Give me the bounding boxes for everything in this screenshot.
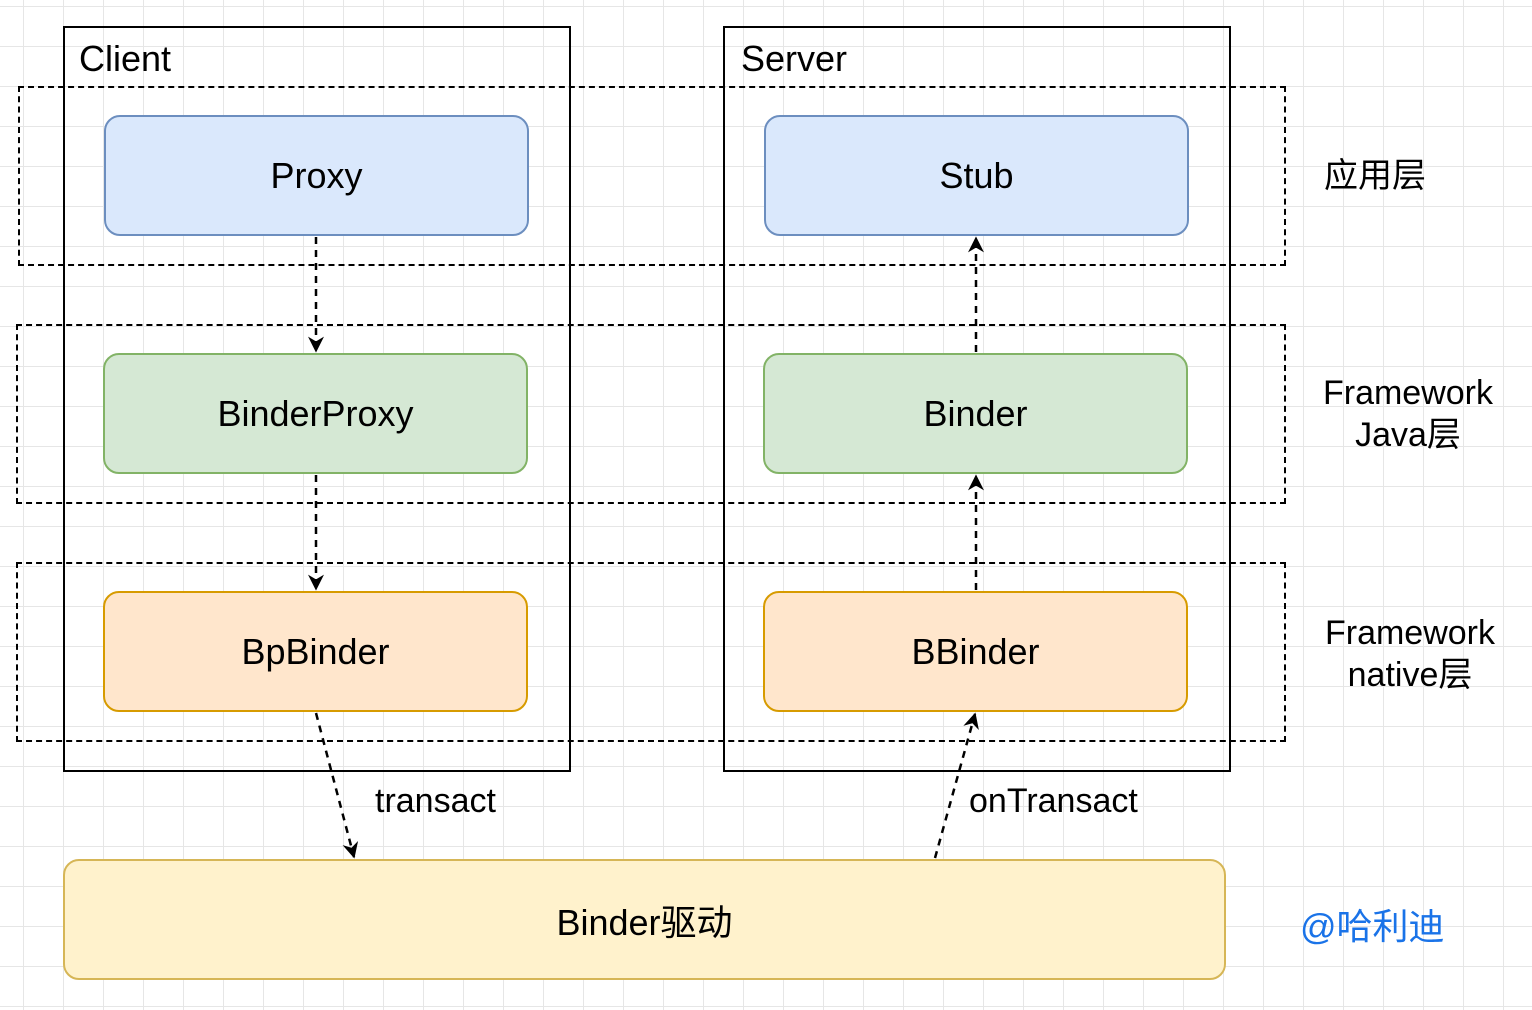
arrow-bpbinder-to-driver: [314, 712, 359, 859]
bbinder-node: BBinder: [763, 591, 1188, 712]
on-transact-label: onTransact: [969, 782, 1138, 820]
server-panel: Server: [723, 26, 1231, 772]
java-layer-band: [16, 324, 1286, 504]
app-layer-label: 应用层: [1310, 155, 1440, 197]
app-layer-band: [18, 86, 1286, 266]
java-layer-label-line2: Java层: [1355, 416, 1461, 454]
native-layer-label-line2: native层: [1347, 656, 1473, 694]
native-layer-band: [16, 562, 1286, 742]
binder-proxy-node: BinderProxy: [103, 353, 528, 474]
native-layer-label-line1: Framework: [1324, 614, 1496, 652]
client-panel-title: Client: [79, 38, 172, 79]
transact-label: transact: [375, 782, 496, 820]
watermark: @哈利迪: [1300, 906, 1445, 947]
binder-node: Binder: [763, 353, 1188, 474]
server-panel-title: Server: [741, 38, 848, 79]
java-layer-label-line1: Framework: [1322, 374, 1494, 412]
proxy-node: Proxy: [104, 115, 529, 236]
app-layer-label-text: 应用层: [1324, 157, 1426, 195]
binder-driver-node: Binder驱动: [63, 859, 1226, 980]
java-layer-label: Framework Java层: [1308, 372, 1508, 456]
bp-binder-node: BpBinder: [103, 591, 528, 712]
client-panel: Client: [63, 26, 571, 772]
stub-node: Stub: [764, 115, 1189, 236]
native-layer-label: Framework native层: [1310, 612, 1510, 696]
